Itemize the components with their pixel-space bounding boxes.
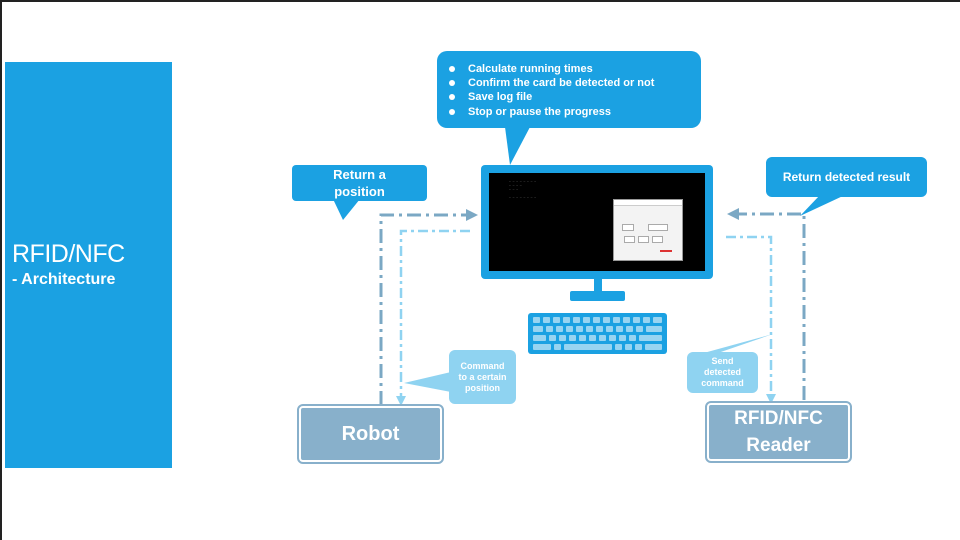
keyboard (528, 313, 667, 354)
keyboard-keys (533, 317, 662, 350)
rfid-reader-label: RFID/NFC Reader (734, 408, 823, 456)
return-detected-tail (800, 195, 845, 216)
return-position-arrow (379, 213, 470, 405)
return-detected-label: Return detected result (782, 170, 911, 184)
terminal-output: _ _ _ _ _ _ _ _ _ _ _ _ _ _ _ _ _ _ _ _ … (509, 178, 537, 198)
robot-node: Robot (297, 404, 444, 464)
features-callout-tail (505, 127, 530, 165)
command-callout: Command to a certain position (449, 350, 516, 404)
monitor-base (570, 291, 625, 301)
monitor-screen: _ _ _ _ _ _ _ _ _ _ _ _ _ _ _ _ _ _ _ _ … (489, 173, 705, 271)
sidebar-panel: RFID/NFC - Architecture (5, 62, 172, 468)
command-label: Command to a certain position (458, 360, 507, 393)
feature-item: Confirm the card be detected or not (437, 76, 701, 90)
feature-item: Save log file (437, 90, 701, 104)
feature-item: Stop or pause the progress (437, 105, 701, 119)
command-tail (404, 372, 451, 392)
feature-item: Calculate running times (437, 62, 701, 76)
send-detected-callout: Send detected command (687, 352, 758, 393)
computer-monitor: _ _ _ _ _ _ _ _ _ _ _ _ _ _ _ _ _ _ _ _ … (481, 165, 713, 279)
send-detected-arrow (726, 235, 773, 396)
send-detected-label: Send detected command (701, 356, 744, 388)
return-detected-arrow (738, 212, 806, 400)
send-detected-tail (700, 334, 773, 354)
return-position-label: Return a position (333, 167, 386, 199)
monitor-stand (594, 279, 602, 293)
rfid-reader-node: RFID/NFC Reader (705, 401, 852, 463)
return-detected-callout: Return detected result (766, 157, 927, 197)
app-window-thumbnail (613, 199, 683, 261)
command-arrow (399, 229, 470, 398)
sidebar-title: RFID/NFC (12, 240, 125, 268)
robot-label: Robot (341, 422, 400, 445)
features-callout: Calculate running times Confirm the card… (437, 51, 701, 128)
return-position-callout: Return a position (292, 165, 427, 201)
return-position-tail (333, 199, 360, 220)
sidebar-subtitle: - Architecture (12, 271, 116, 288)
